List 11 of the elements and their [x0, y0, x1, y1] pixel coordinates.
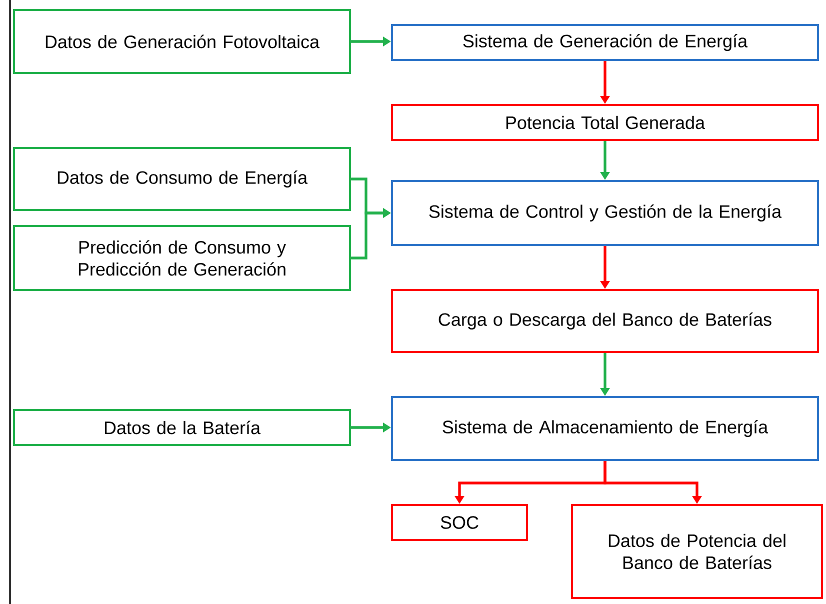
input-box: Datos de Consumo de Energía	[13, 147, 351, 211]
system-box: Sistema de Almacenamiento de Energía	[391, 396, 819, 461]
output-box: Potencia Total Generada	[391, 104, 819, 141]
output-box: Carga o Descarga del Banco de Baterías	[391, 289, 819, 353]
input-box: Predicción de Consumo y Predicción de Generación	[13, 225, 351, 291]
input-box: Datos de la Batería	[13, 409, 351, 446]
system-box: Sistema de Control y Gestión de la Energía	[391, 180, 819, 246]
output-box: SOC	[391, 504, 528, 541]
system-box: Sistema de Generación de Energía	[391, 24, 819, 61]
input-box: Datos de Generación Fotovoltaica	[13, 9, 351, 74]
output-box: Datos de Potencia del Banco de Baterías	[571, 504, 823, 599]
